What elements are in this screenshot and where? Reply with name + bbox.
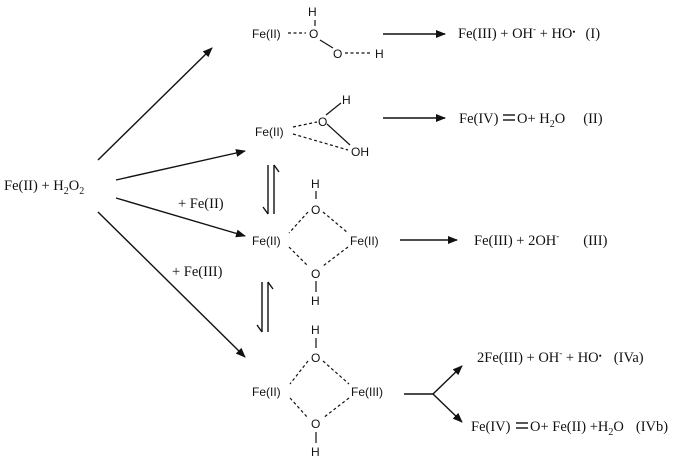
complex-2: Fe(II) O H OH [255, 93, 369, 159]
reactants-label: Fe(II) + H2O2 [4, 178, 84, 197]
svg-text:Fe(II): Fe(II) [252, 27, 281, 41]
svg-text:O: O [309, 27, 318, 41]
equilibrium-arrow-2 [256, 281, 274, 333]
svg-text:O+ Fe(II) +H2O(IVb): O+ Fe(II) +H2O(IVb) [530, 419, 668, 438]
svg-text:H: H [342, 93, 351, 107]
arrow-to-complex-1 [97, 47, 213, 161]
product-1: Fe(III) + OH- + HO•(I) [458, 24, 600, 42]
svg-text:Fe(II): Fe(II) [252, 385, 281, 399]
svg-text:H: H [311, 294, 320, 308]
product-4b: Fe(IV) O+ Fe(II) +H2O(IVb) [471, 419, 668, 438]
condition-plus-fe2: + Fe(II) [178, 196, 224, 212]
arrow-to-complex-2 [115, 149, 246, 181]
svg-text:H: H [311, 177, 320, 191]
product-4a: 2Fe(III) + OH- + HO•(IVa) [477, 348, 644, 366]
svg-text:O: O [311, 417, 320, 431]
product-3: Fe(III) + 2OH-(III) [474, 231, 608, 249]
svg-text:O: O [311, 203, 320, 217]
svg-text:O: O [311, 351, 320, 365]
complex-4: H O Fe(II) Fe(III) O H [252, 323, 383, 459]
condition-plus-fe3: + Fe(III) [172, 264, 223, 280]
complex-3: H O Fe(II) Fe(II) O H [252, 177, 379, 308]
svg-text:Fe(II): Fe(II) [350, 234, 379, 248]
product-2: Fe(IV) O+ H2O(II) [459, 111, 603, 130]
svg-text:Fe(IV): Fe(IV) [459, 111, 499, 127]
branch-arrow [404, 365, 463, 423]
svg-text:H: H [311, 445, 320, 459]
svg-text:H: H [375, 47, 384, 61]
svg-text:H: H [308, 5, 317, 19]
svg-text:O: O [333, 47, 342, 61]
svg-text:Fe(IV): Fe(IV) [471, 419, 511, 435]
arrow-to-complex-3 [115, 197, 246, 238]
svg-text:Fe(II): Fe(II) [252, 234, 281, 248]
svg-text:OH: OH [351, 145, 369, 159]
arrow-to-complex-4 [97, 211, 246, 358]
svg-text:Fe(II): Fe(II) [255, 125, 284, 139]
svg-text:H: H [311, 323, 320, 337]
complex-1: Fe(II) O H O H [252, 5, 384, 61]
svg-text:Fe(III): Fe(III) [351, 385, 383, 399]
svg-text:O: O [311, 267, 320, 281]
svg-text:O+ H2O(II): O+ H2O(II) [517, 111, 603, 130]
equilibrium-arrow-1 [262, 164, 280, 215]
svg-text:O: O [318, 115, 327, 129]
